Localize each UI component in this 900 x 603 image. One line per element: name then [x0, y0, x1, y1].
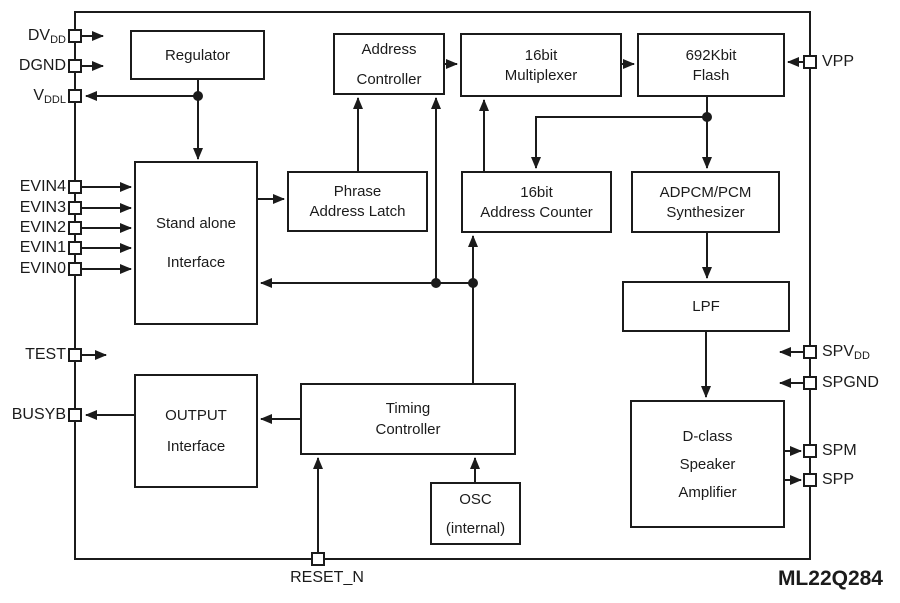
block-phrase-address-latch: Phrase Address Latch: [287, 171, 428, 232]
pin-evin2-square: [68, 221, 82, 235]
pin-label-text: DGND: [18, 57, 66, 74]
block-label-line: OUTPUT: [165, 407, 227, 424]
pin-label-text: SPM: [822, 442, 857, 459]
pin-label-vddl: VDDL: [0, 86, 66, 106]
block-label-line: Interface: [166, 254, 226, 271]
pin-spm-square: [803, 444, 817, 458]
block-label-line: 16bit: [520, 183, 553, 201]
pin-label-text: EVIN0: [19, 260, 66, 277]
block-label-line: Controller: [375, 421, 441, 438]
block-regulator: Regulator: [130, 30, 265, 80]
block-label-line: LPF: [692, 298, 720, 315]
block-label-line: OSC: [459, 490, 492, 508]
junction-dot: [702, 112, 712, 122]
pin-label-text: SPV: [822, 343, 855, 360]
block-label-line: Stand alone: [155, 215, 237, 232]
block-d-class-speaker-amplifier: D-class Speaker Amplifier: [630, 400, 785, 528]
block-label-line: (internal): [445, 519, 506, 537]
block-address-controller: Address Controller: [333, 33, 445, 95]
block-label-line: Flash: [692, 66, 730, 84]
pin-label-dvdd: DVDD: [0, 26, 66, 46]
pin-evin3-square: [68, 201, 82, 215]
block-label-line: Timing: [385, 400, 431, 417]
pin-label-text: EVIN2: [19, 219, 66, 236]
block-692kbit-flash: 692Kbit Flash: [637, 33, 785, 97]
block-label-line: Address Latch: [309, 203, 406, 220]
block-label-line: D-class: [682, 427, 733, 445]
pin-dvdd-square: [68, 29, 82, 43]
block-label-line: ADPCM/PCM: [659, 183, 752, 201]
pin-label-spp: SPP: [822, 470, 854, 490]
block-label-line: Multiplexer: [504, 66, 578, 84]
pin-busyb-square: [68, 408, 82, 422]
pin-label-evin0: EVIN0: [0, 259, 66, 279]
block-osc-internal: OSC (internal): [430, 482, 521, 545]
pin-label-text: VPP: [822, 53, 855, 70]
pin-dgnd-square: [68, 59, 82, 73]
pin-label-text: SPGND: [822, 374, 879, 391]
pin-label-subscript: DD: [854, 350, 870, 362]
pin-spgnd-square: [803, 376, 817, 390]
pin-label-spm: SPM: [822, 441, 857, 461]
block-label-line: 16bit: [524, 46, 558, 64]
pin-test-square: [68, 348, 82, 362]
pin-label-text: BUSYB: [11, 406, 66, 423]
pin-label-evin3: EVIN3: [0, 198, 66, 218]
pin-evin4-square: [68, 180, 82, 194]
block-label-line: Address Counter: [480, 203, 593, 221]
pin-label-text: DV: [27, 27, 51, 44]
pin-label-spgnd: SPGND: [822, 373, 879, 393]
pin-vddl-square: [68, 89, 82, 103]
junction-dot: [468, 278, 478, 288]
pin-label-text: EVIN3: [19, 199, 66, 216]
pin-label-evin1: EVIN1: [0, 238, 66, 258]
pin-label-subscript: DDL: [43, 94, 66, 106]
block-lpf: LPF: [622, 281, 790, 332]
block-label-line: Regulator: [164, 46, 231, 64]
pin-label-text: EVIN1: [19, 239, 66, 256]
block-timing-controller: Timing Controller: [300, 383, 516, 455]
pin-label-text: RESET_N: [290, 569, 364, 586]
pin-label-text: EVIN4: [19, 178, 66, 195]
wire-flash-to-counter: [531, 97, 708, 169]
pin-evin1-square: [68, 241, 82, 255]
block-label-line: Speaker: [679, 455, 736, 473]
pin-label-text: V: [33, 87, 44, 104]
block-label-line: Interface: [166, 438, 226, 455]
block-16bit-multiplexer: 16bit Multiplexer: [460, 33, 622, 97]
pin-label-evin4: EVIN4: [0, 177, 66, 197]
pin-label-reset-n: RESET_N: [272, 568, 382, 588]
block-16bit-address-counter: 16bit Address Counter: [461, 171, 612, 233]
block-output-interface: OUTPUT Interface: [134, 374, 258, 488]
part-number: ML22Q284: [777, 567, 883, 590]
pin-label-text: SPP: [822, 471, 855, 488]
block-label-line: Synthesizer: [666, 203, 745, 221]
pin-evin0-square: [68, 262, 82, 276]
pin-label-evin2: EVIN2: [0, 218, 66, 238]
pin-label-text: TEST: [25, 346, 66, 363]
block-stand-alone-interface: Stand alone Interface: [134, 161, 258, 325]
pin-spvdd-square: [803, 345, 817, 359]
chip-outline: [74, 11, 811, 560]
pin-label-vpp: VPP: [822, 52, 854, 72]
pin-label-test: TEST: [0, 345, 66, 365]
block-label-line: Phrase: [333, 183, 382, 200]
block-label-line: Address: [361, 40, 417, 58]
pin-vpp-square: [803, 55, 817, 69]
pin-spp-square: [803, 473, 817, 487]
pin-reset-square: [311, 552, 325, 566]
pin-label-busyb: BUSYB: [0, 405, 66, 425]
block-label-line: Amplifier: [678, 483, 737, 501]
pin-label-spvdd: SPVDD: [822, 342, 870, 362]
block-label-line: Controller: [356, 70, 422, 88]
pin-label-subscript: DD: [50, 34, 66, 46]
junction-dot: [431, 278, 441, 288]
block-label-line: 692Kbit: [685, 46, 737, 64]
pin-label-dgnd: DGND: [0, 56, 66, 76]
junction-dot: [193, 91, 203, 101]
block-adpcm-pcm-synthesizer: ADPCM/PCM Synthesizer: [631, 171, 780, 233]
